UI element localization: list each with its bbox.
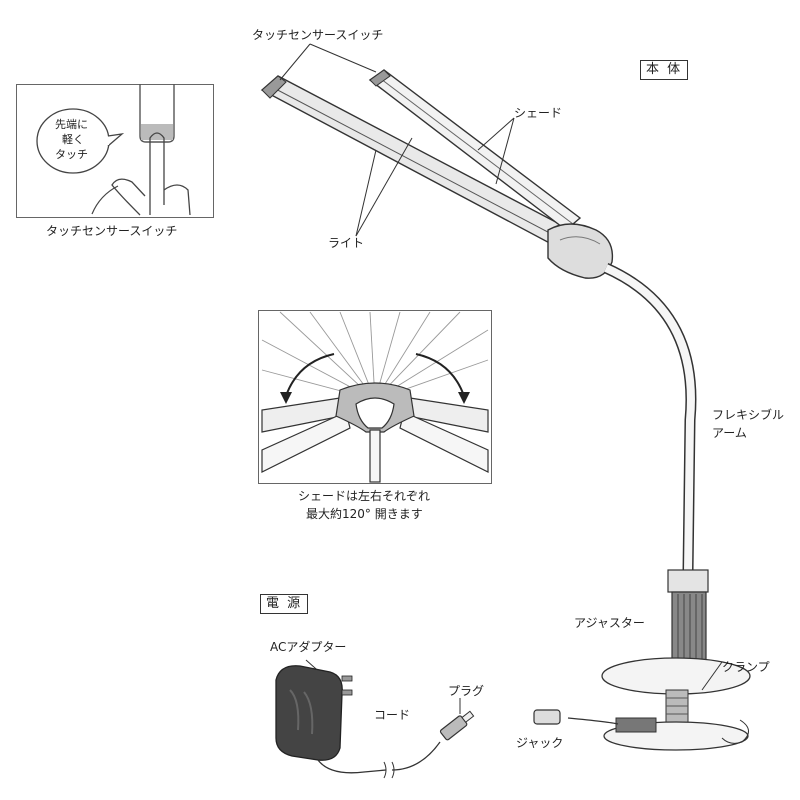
ac-adapter-label: ACアダプター — [270, 640, 347, 654]
plug — [439, 710, 475, 741]
hand-drawing — [111, 132, 191, 216]
shade-label: シェード — [514, 106, 563, 120]
clamp-label: クランプ — [722, 660, 770, 674]
ac-adapter — [275, 665, 353, 761]
shade-bar — [368, 69, 582, 231]
jack — [533, 709, 561, 725]
flexible-arm-label-line2: アーム — [712, 426, 747, 440]
light-label: ライト — [328, 236, 365, 250]
body-section-label: 本 体 — [640, 60, 689, 80]
shade-caption-line1: シェードは左右それぞれ — [298, 489, 431, 503]
plug-label: プラグ — [448, 684, 485, 698]
bubble-text-line1: 先端に — [55, 118, 88, 131]
bubble-text-line2: 軽く — [62, 133, 84, 146]
power-section-label: 電 源 — [260, 594, 309, 614]
lamp-tip-drawing — [139, 84, 175, 143]
right-rotation-arrow — [415, 353, 465, 397]
cord-label: コード — [374, 708, 411, 722]
touch-sensor-label: タッチセンサースイッチ — [252, 28, 384, 42]
jack-cord — [567, 717, 619, 725]
jack-label: ジャック — [516, 736, 564, 750]
hinge — [547, 223, 614, 279]
cord — [317, 741, 441, 774]
bubble-text-line3: タッチ — [55, 148, 88, 161]
clamp — [601, 657, 751, 751]
inset-touch-sensor-label: タッチセンサースイッチ — [46, 224, 178, 238]
flexible-arm-label-line1: フレキシブル — [712, 408, 785, 422]
adjuster-label: アジャスター — [574, 616, 645, 630]
shade-caption-line2: 最大約120° 開きます — [306, 507, 423, 521]
left-rotation-arrow — [285, 353, 335, 397]
